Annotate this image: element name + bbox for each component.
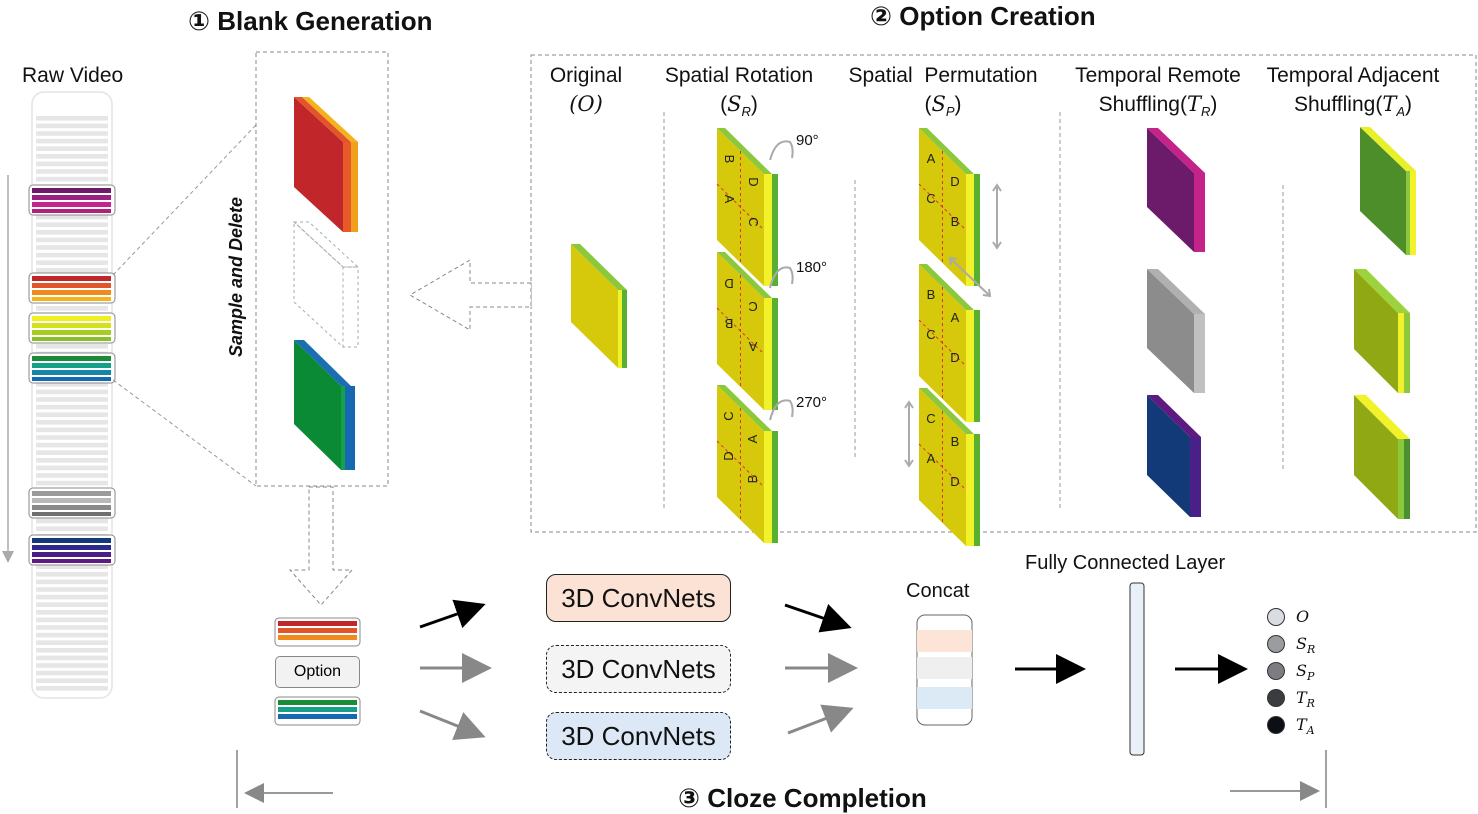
quadrant-letter: C bbox=[926, 411, 935, 426]
raw-video-label: Raw Video bbox=[22, 64, 124, 87]
raw-video-strip bbox=[2, 91, 116, 699]
sample-block-green bbox=[294, 340, 355, 470]
legend-label: SR bbox=[1296, 634, 1316, 657]
quadrant-letter: B bbox=[725, 316, 734, 331]
highlight-purple-clip bbox=[28, 184, 116, 216]
quadrant-letter: C bbox=[748, 299, 757, 314]
quadrant-letter: A bbox=[745, 434, 760, 443]
temporal-remote-block-purple bbox=[1147, 128, 1205, 252]
hollow-arrow-down bbox=[288, 486, 354, 606]
temporal-adjacent-block-2 bbox=[1354, 269, 1410, 393]
quadrant-letter: B bbox=[951, 434, 960, 449]
legend-dot bbox=[1267, 608, 1285, 626]
quadrant-letter: A bbox=[927, 151, 936, 166]
quadrant-letter: A bbox=[722, 195, 737, 204]
quadrant-letter: D bbox=[721, 451, 736, 460]
highlight-green-clip bbox=[28, 352, 116, 384]
zoom-line-bottom bbox=[112, 379, 257, 487]
legend-dot bbox=[1267, 635, 1285, 653]
quadrant-letter: A bbox=[951, 310, 960, 325]
highlight-navy-clip bbox=[28, 534, 116, 566]
convnets-option: 3D ConvNets bbox=[546, 645, 731, 693]
legend-label: SP bbox=[1296, 661, 1315, 684]
option-creation-box bbox=[530, 54, 1477, 533]
quadrant-letter: D bbox=[950, 174, 959, 189]
hollow-arrow-left bbox=[409, 259, 532, 331]
temporal-remote-block-navy bbox=[1147, 395, 1201, 517]
highlight-yellow-clip bbox=[28, 312, 116, 344]
sample-box bbox=[255, 51, 389, 487]
legend-label: TR bbox=[1296, 688, 1315, 711]
rotation-block-270: C AD B bbox=[716, 385, 778, 543]
option-col-spatial-permutation: Spatial Permutation (SP) bbox=[848, 64, 1038, 120]
temporal-remote-block-gray bbox=[1147, 269, 1205, 393]
quadrant-letter: D bbox=[746, 177, 761, 186]
rotate-arc-270 bbox=[769, 399, 794, 421]
quadrant-letter: D bbox=[724, 276, 733, 291]
option-col-original: Original (O) bbox=[549, 64, 623, 116]
quadrant-letter: B bbox=[745, 475, 760, 484]
quadrant-letter: B bbox=[951, 214, 960, 229]
sample-block-deleted bbox=[292, 220, 360, 349]
permutation-block-3: C BAD bbox=[918, 388, 980, 546]
section-title-option-creation: ② Option Creation bbox=[870, 1, 1096, 31]
quadrant-letter: B bbox=[927, 287, 936, 302]
rotate-arc-180 bbox=[769, 266, 794, 289]
quadrant-letter: A bbox=[748, 339, 757, 354]
section-title-cloze-completion: ③ Cloze Completion bbox=[678, 783, 927, 813]
legend-dot bbox=[1267, 662, 1285, 680]
legend-label: TA bbox=[1296, 715, 1315, 738]
highlight-red-clip bbox=[28, 272, 116, 304]
option-col-temporal-remote: Temporal Remote Shuffling(TR) bbox=[1075, 64, 1241, 120]
section-title-blank-generation: ① Blank Generation bbox=[188, 6, 433, 36]
rotation-block-90: B DA C bbox=[716, 128, 778, 286]
highlight-gray-clip bbox=[28, 487, 116, 519]
input-clip-bottom bbox=[274, 696, 361, 726]
fully-connected-bar bbox=[1129, 582, 1145, 756]
permutation-block-1: ADC B bbox=[918, 128, 980, 286]
sample-block-red bbox=[294, 97, 358, 232]
quadrant-letter: C bbox=[926, 327, 935, 342]
option-col-temporal-adjacent: Temporal Adjacent Shuffling(TA) bbox=[1266, 64, 1440, 120]
quadrant-letter: C bbox=[926, 191, 935, 206]
legend-dot bbox=[1267, 716, 1285, 734]
option-col-spatial-rotation: Spatial Rotation (SR) bbox=[664, 64, 814, 120]
quadrant-letter: C bbox=[746, 217, 761, 226]
convnets-original: 3D ConvNets bbox=[546, 574, 731, 622]
quadrant-letter: B bbox=[722, 155, 737, 164]
concat-label: Concat bbox=[906, 580, 970, 602]
angle-90: 90° bbox=[796, 132, 819, 149]
permutation-block-2: BA CD bbox=[918, 264, 980, 422]
fc-label: Fully Connected Layer bbox=[1025, 552, 1226, 574]
temporal-adjacent-block-1 bbox=[1360, 127, 1416, 255]
permutation-arrows bbox=[904, 183, 1002, 468]
original-block bbox=[571, 244, 627, 368]
quadrant-letter: C bbox=[721, 411, 736, 420]
legend-label: O bbox=[1296, 607, 1310, 626]
convnets-next: 3D ConvNets bbox=[546, 712, 731, 760]
legend-dot bbox=[1267, 689, 1285, 707]
option-box: Option bbox=[275, 656, 360, 688]
angle-270: 270° bbox=[796, 394, 828, 411]
angle-180: 180° bbox=[796, 259, 828, 276]
input-clip-top bbox=[274, 617, 361, 647]
temporal-adjacent-block-3 bbox=[1354, 395, 1410, 519]
quadrant-letter: D bbox=[950, 474, 959, 489]
quadrant-letter: A bbox=[927, 451, 936, 466]
rotate-arc-90 bbox=[769, 140, 794, 161]
concat-box bbox=[916, 614, 973, 726]
quadrant-letter: D bbox=[950, 350, 959, 365]
